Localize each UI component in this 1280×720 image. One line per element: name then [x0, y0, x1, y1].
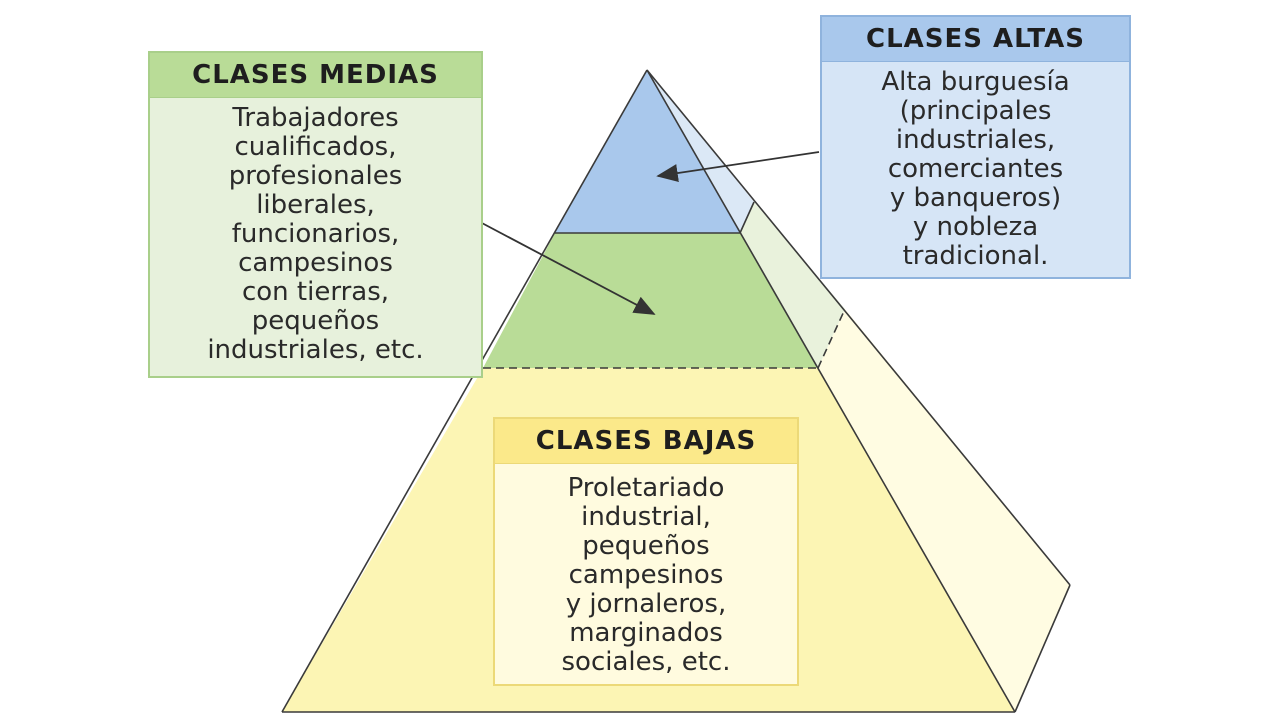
clases-bajas-title: CLASES BAJAS	[495, 419, 797, 464]
clases-altas-line: y banqueros)	[889, 183, 1062, 213]
clases-bajas-line: y jornaleros,	[565, 589, 727, 619]
clases-medias-line: campesinos	[238, 248, 393, 278]
clases-altas-line: tradicional.	[902, 241, 1049, 271]
label-box-clases-bajas: CLASES BAJAS Proletariado industrial, pe…	[493, 417, 799, 686]
clases-altas-description: Alta burguesía (principales industriales…	[822, 62, 1129, 271]
arrow-medias	[479, 221, 656, 315]
clases-bajas-line: sociales, etc.	[561, 647, 731, 677]
clases-medias-line: liberales,	[256, 190, 375, 220]
clases-medias-line: cualificados,	[234, 132, 397, 162]
clases-bajas-line: pequeños	[582, 531, 710, 561]
clases-altas-line: (principales	[899, 96, 1052, 126]
clases-altas-line: Alta burguesía	[881, 67, 1070, 97]
pyramid-outline	[281, 69, 1071, 713]
clases-medias-description: Trabajadores cualificados, profesionales…	[150, 98, 481, 365]
pyramid-side-bajas	[818, 309, 1070, 712]
label-box-clases-altas: CLASES ALTAS Alta burguesía (principales…	[820, 15, 1131, 279]
clases-medias-line: funcionarios,	[231, 219, 400, 249]
clases-bajas-line: Proletariado	[567, 473, 725, 503]
clases-altas-line: comerciantes	[887, 154, 1064, 184]
clases-altas-title: CLASES ALTAS	[822, 17, 1129, 62]
clases-medias-line: industriales, etc.	[207, 335, 424, 365]
clases-altas-line: y nobleza	[912, 212, 1039, 242]
pyramid-side-medias	[740, 202, 845, 368]
clases-medias-line: profesionales	[228, 161, 403, 191]
clases-medias-line: Trabajadores	[232, 103, 399, 133]
clases-bajas-line: industrial,	[581, 502, 711, 532]
pyramid-face-altas	[555, 70, 740, 233]
label-box-clases-medias: CLASES MEDIAS Trabajadores cualificados,…	[148, 51, 483, 378]
clases-bajas-line: campesinos	[568, 560, 724, 590]
clases-bajas-description: Proletariado industrial, pequeños campes…	[495, 464, 797, 677]
clases-medias-line: pequeños	[251, 306, 380, 336]
clases-medias-line: con tierras,	[241, 277, 390, 307]
clases-medias-title: CLASES MEDIAS	[150, 53, 481, 98]
clases-altas-line: industriales,	[895, 125, 1056, 155]
pyramid-side-altas	[647, 70, 754, 233]
clases-bajas-line: marginados	[569, 618, 723, 648]
arrow-altas	[656, 151, 820, 182]
